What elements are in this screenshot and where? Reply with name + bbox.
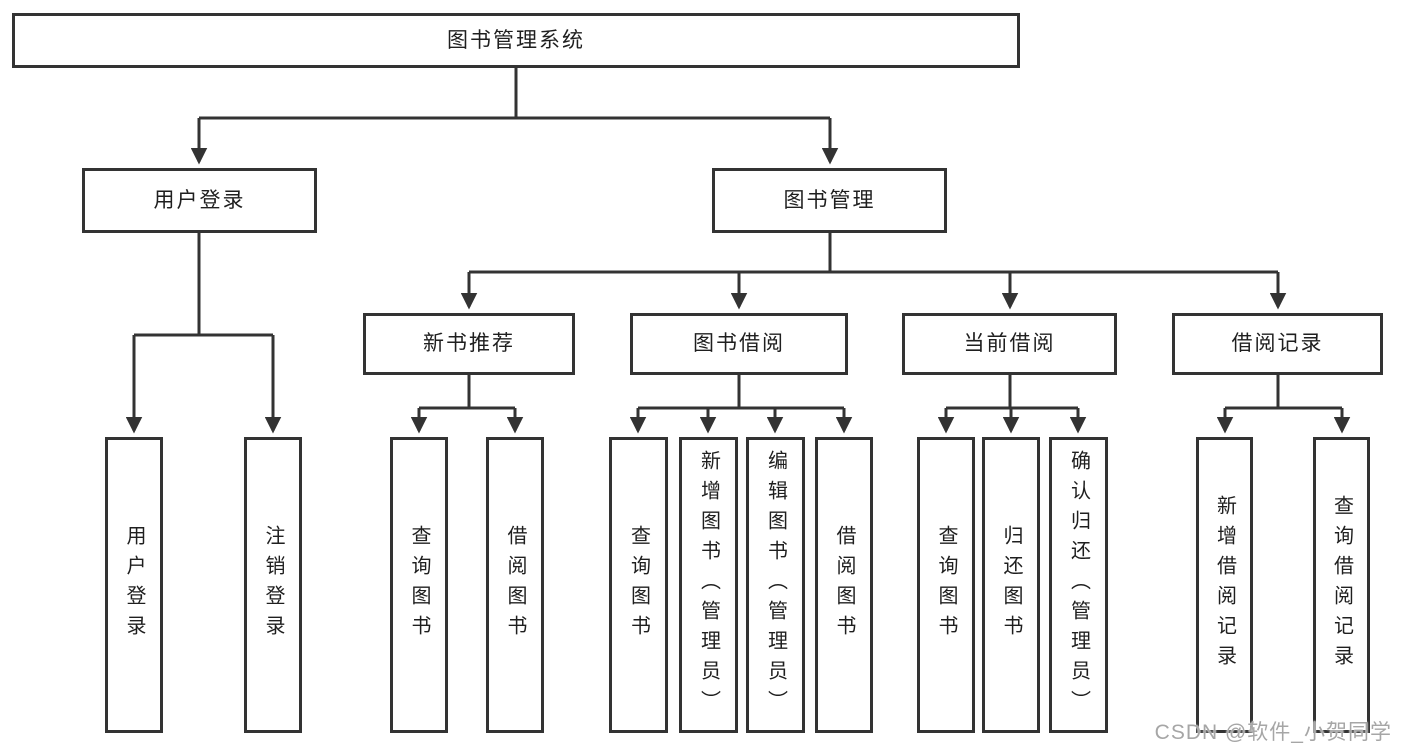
node-new-book-recommend: 新书推荐 xyxy=(363,313,575,375)
node-root-system: 图书管理系统 xyxy=(12,13,1020,68)
leaf-query-borrow-record: 查询借阅记录 xyxy=(1313,437,1370,733)
leaf-logout: 注销登录 xyxy=(244,437,302,733)
leaf-query-books-1: 查询图书 xyxy=(390,437,448,733)
leaf-label: 查询图书 xyxy=(408,525,430,645)
leaf-confirm-return-admin: 确认归还（管理员） xyxy=(1049,437,1108,733)
leaf-label: 归还图书 xyxy=(1000,525,1022,645)
leaf-user-login: 用户登录 xyxy=(105,437,163,733)
leaf-label: 确认归还（管理员） xyxy=(1067,450,1090,720)
leaf-label: 新增图书（管理员） xyxy=(697,450,720,720)
leaf-label: 用户登录 xyxy=(123,525,145,645)
node-current-borrow: 当前借阅 xyxy=(902,313,1117,375)
leaf-query-books-3: 查询图书 xyxy=(917,437,975,733)
node-book-borrow: 图书借阅 xyxy=(630,313,848,375)
csdn-watermark: CSDN @软件_小贺同学 xyxy=(1154,721,1392,744)
leaf-add-borrow-record: 新增借阅记录 xyxy=(1196,437,1253,733)
leaf-label: 编辑图书（管理员） xyxy=(764,450,787,720)
leaf-label: 借阅图书 xyxy=(833,525,855,645)
leaf-borrow-books-1: 借阅图书 xyxy=(486,437,544,733)
leaf-label: 注销登录 xyxy=(262,525,284,645)
leaf-label: 借阅图书 xyxy=(504,525,526,645)
leaf-label: 查询借阅记录 xyxy=(1330,495,1353,675)
leaf-borrow-books-2: 借阅图书 xyxy=(815,437,873,733)
node-book-management: 图书管理 xyxy=(712,168,947,233)
leaf-return-books: 归还图书 xyxy=(982,437,1040,733)
leaf-label: 查询图书 xyxy=(935,525,957,645)
node-user-login: 用户登录 xyxy=(82,168,317,233)
leaf-query-books-2: 查询图书 xyxy=(609,437,668,733)
leaf-add-books-admin: 新增图书（管理员） xyxy=(679,437,738,733)
node-borrow-records: 借阅记录 xyxy=(1172,313,1383,375)
leaf-label: 新增借阅记录 xyxy=(1213,495,1236,675)
leaf-edit-books-admin: 编辑图书（管理员） xyxy=(746,437,805,733)
leaf-label: 查询图书 xyxy=(627,525,650,645)
